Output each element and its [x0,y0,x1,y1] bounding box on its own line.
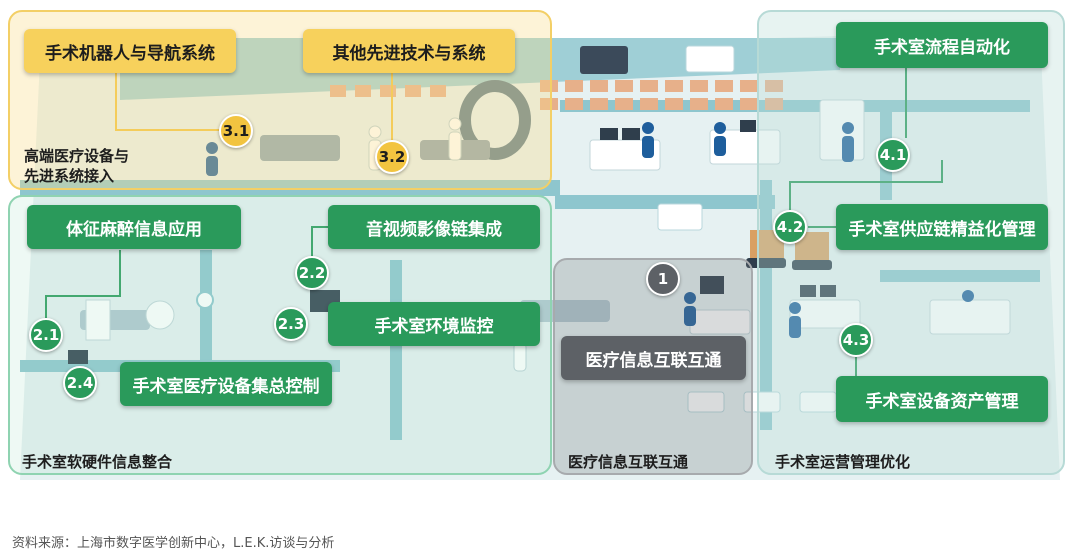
label-info-interconnect: 医疗信息互联互通 [561,336,746,380]
badge-2-3: 2.3 [274,307,308,341]
label-asset-management: 手术室设备资产管理 [836,376,1048,422]
badge-4-2: 4.2 [773,210,807,244]
zone-title-interconnect: 医疗信息互联互通 [568,453,689,471]
zone-title-high-end-1: 高端医疗设备与 [24,147,130,165]
label-process-automation: 手术室流程自动化 [836,22,1048,68]
label-other-advanced-tech: 其他先进技术与系统 [303,29,515,73]
badge-2-1: 2.1 [29,318,63,352]
label-robot-navigation: 手术机器人与导航系统 [24,29,236,73]
label-supply-chain: 手术室供应链精益化管理 [836,204,1048,250]
label-device-control: 手术室医疗设备集总控制 [120,362,332,406]
zone-title-operations: 手术室运营管理优化 [775,453,911,471]
label-av-imaging: 音视频影像链集成 [328,205,540,249]
badge-2-4: 2.4 [63,366,97,400]
badge-3-2: 3.2 [375,140,409,174]
badge-1: 1 [646,262,680,296]
label-env-monitor: 手术室环境监控 [328,302,540,346]
badge-4-3: 4.3 [839,323,873,357]
badge-4-1: 4.1 [876,138,910,172]
badge-2-2: 2.2 [295,256,329,290]
badge-3-1: 3.1 [219,114,253,148]
zone-title-integration: 手术室软硬件信息整合 [22,453,173,471]
source-note: 资料来源：上海市数字医学创新中心，L.E.K.访谈与分析 [12,536,335,551]
zone-title-high-end-2: 先进系统接入 [24,167,115,185]
label-vital-anesthesia: 体征麻醉信息应用 [27,205,241,249]
